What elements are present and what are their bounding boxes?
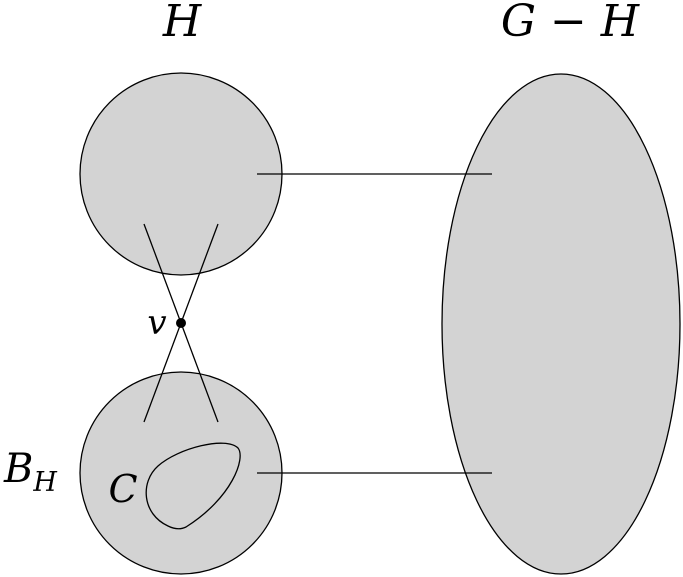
label-B-H-subscript: H [32, 467, 57, 498]
label-C: C [108, 467, 137, 511]
label-B-H: BH [3, 446, 57, 498]
ellipse-G-minus-H [441, 73, 681, 575]
label-B-H-main: B [3, 446, 33, 492]
label-v: v [147, 303, 166, 343]
label-G-minus-H: G − H [501, 0, 641, 47]
label-H: H [162, 0, 203, 47]
circle-H [79, 72, 283, 276]
closed-curve-C [145, 442, 241, 530]
vertex-v [176, 318, 186, 328]
